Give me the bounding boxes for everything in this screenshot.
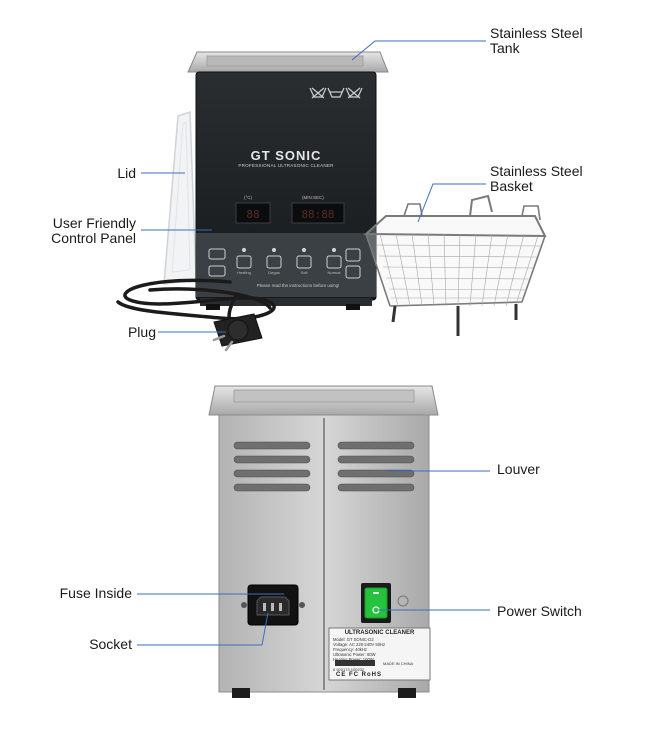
callout-control-line-2: Control Panel xyxy=(51,230,136,246)
callout-stainless-steel-basket: Stainless Steel Basket xyxy=(490,164,583,194)
callout-fuse-inside: Fuse Inside xyxy=(59,585,132,601)
callout-socket: Socket xyxy=(89,636,132,652)
svg-text:88: 88 xyxy=(246,208,259,221)
plug xyxy=(212,313,263,352)
callout-basket-line-1: Stainless Steel xyxy=(490,163,583,179)
callout-lid: Lid xyxy=(117,165,136,181)
label-plate-line-2: Voltage: AC 220-240V 50Hz xyxy=(333,642,386,647)
brand-logo: GT SONIC xyxy=(250,148,322,163)
panel-button-label-degas: Degas xyxy=(268,270,280,275)
label-plate-title: ULTRASONIC CLEANER xyxy=(344,630,415,636)
louver-vents xyxy=(233,441,415,492)
back-rim xyxy=(208,385,439,416)
device-subtitle: PROFESSIONAL ULTRASONIC CLEANER xyxy=(238,163,334,168)
callout-power-switch: Power Switch xyxy=(497,603,582,619)
leader-lines xyxy=(137,40,490,646)
temp-unit: (°C) xyxy=(244,195,253,200)
basket xyxy=(363,194,547,336)
callout-user-friendly-control-panel: User Friendly Control Panel xyxy=(16,216,136,246)
label-plate-serial: 6 920173 100232 xyxy=(333,667,365,672)
rating-label xyxy=(328,627,431,681)
time-unit: (MIN:SEC) xyxy=(302,195,324,200)
label-plate-line-3: Frequency: 40kHz xyxy=(333,647,367,652)
panel-button-label-soft: Soft xyxy=(300,270,308,275)
label-plate-line-1: Model: GT SONIC-D2 xyxy=(333,637,374,642)
label-plate-line-5: Heating Power: 100W xyxy=(333,657,374,662)
callout-louver: Louver xyxy=(497,461,540,477)
iec-socket xyxy=(241,584,305,626)
panel-button-icons xyxy=(208,247,361,279)
callout-tank-line-2: Tank xyxy=(490,40,520,56)
front-panel xyxy=(195,71,377,310)
callout-stainless-steel-tank: Stainless Steel Tank xyxy=(490,26,583,56)
label-plate-origin: MADE IN CHINA xyxy=(383,661,414,666)
callout-control-line-1: User Friendly xyxy=(52,215,136,231)
callout-plug: Plug xyxy=(127,324,156,340)
label-plate-line-4: Ultrasonic Power: 60W xyxy=(333,652,376,657)
callout-tank-line-1: Stainless Steel xyxy=(490,25,583,41)
callout-basket-line-2: Basket xyxy=(490,178,533,194)
panel-notice: Please read the instructions before usin… xyxy=(256,283,340,288)
panel-button-label-normal: Normal xyxy=(327,270,341,275)
led-displays: 88 88:88 xyxy=(235,202,345,224)
panel-button-label-heating: Heating xyxy=(237,270,251,275)
care-icons xyxy=(309,87,363,99)
label-plate-marks: CE FC RoHS xyxy=(336,672,382,678)
svg-text:88:88: 88:88 xyxy=(301,208,334,221)
lid xyxy=(163,110,197,285)
